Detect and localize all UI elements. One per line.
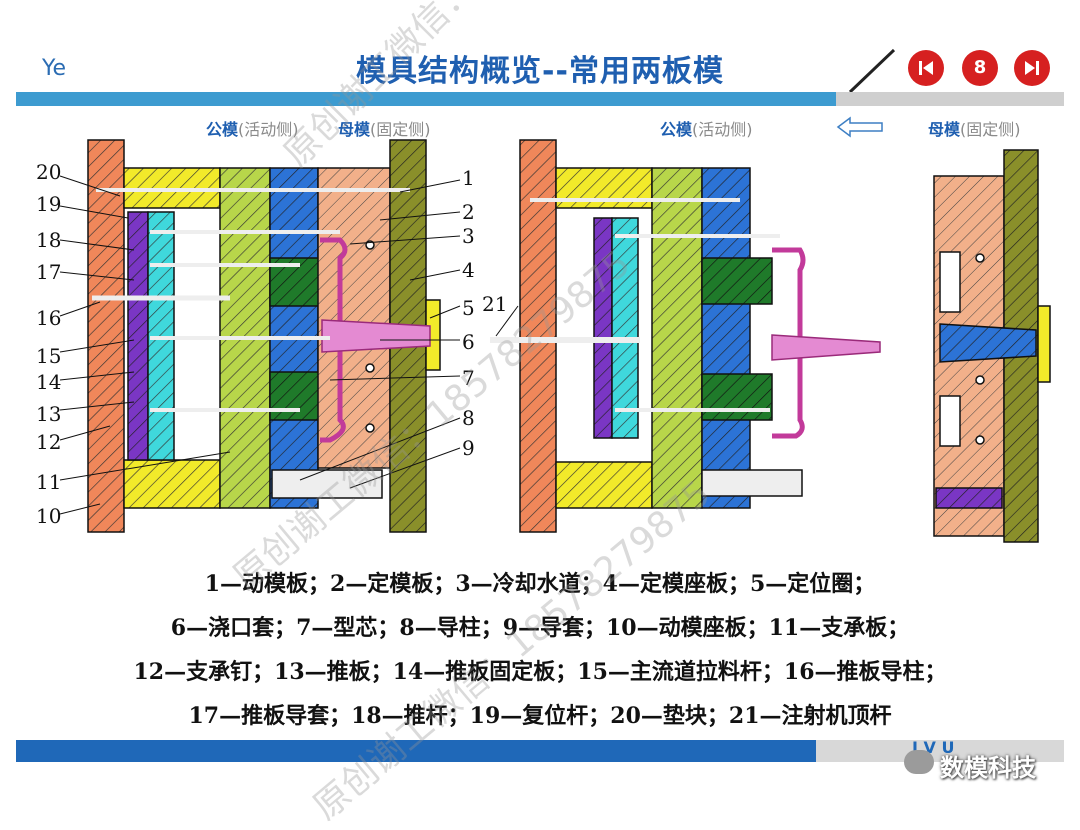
part-number: 6 (462, 330, 475, 354)
label-right-core: 公模(活动侧) (660, 116, 753, 140)
closed-mold (87, 139, 441, 533)
part-number: 18 (36, 228, 62, 252)
cavity-label: 母模 (338, 120, 371, 139)
next-button[interactable] (1014, 50, 1050, 86)
page-title: 模具结构概览--常用两板模 (356, 54, 724, 89)
part-number: 3 (462, 224, 475, 248)
label-left-cavity: 母模(固定侧) (338, 116, 431, 140)
cavity-note-2: (固定侧) (960, 120, 1021, 139)
cavity-label-2: 母模 (928, 120, 961, 139)
part-number: 17 (36, 260, 62, 284)
part-number: 4 (462, 258, 475, 282)
part-number: 7 (462, 366, 475, 390)
leader-lines (59, 175, 519, 515)
footer-bar-gray (816, 740, 1064, 762)
part-number: 15 (36, 344, 62, 368)
cavity-half (933, 149, 1051, 543)
part-number: 2 (462, 200, 475, 224)
part-number: 12 (36, 430, 62, 454)
footer-brand: 数模科技 (940, 754, 1036, 782)
core-note: (活动侧) (238, 120, 299, 139)
part-number: 5 (462, 296, 475, 320)
label-left-core: 公模(活动侧) (206, 116, 299, 140)
cavity-note: (固定侧) (370, 120, 431, 139)
footer-bar (16, 740, 816, 762)
part-number: 1 (462, 166, 475, 190)
skip-back-icon (919, 61, 933, 75)
part-number: 13 (36, 402, 62, 426)
core-label-2: 公模 (660, 120, 693, 139)
legend-line: 6—浇口套；7—型芯；8—导柱；9—导套；10—动模座板；11—支承板； (170, 615, 910, 641)
part-number: 14 (36, 370, 62, 394)
header-bar (16, 92, 836, 106)
legend-line: 17—推板导套；18—推杆；19—复位杆；20—垫块；21—注射机顶杆 (188, 703, 892, 729)
wechat-icon (904, 750, 934, 774)
part-number: 9 (462, 436, 475, 460)
label-right-cavity: 母模(固定侧) (928, 116, 1021, 140)
legend-line: 1—动模板；2—定模板；3—冷却水道；4—定模座板；5—定位圈； (204, 571, 876, 597)
legend-line: 12—支承钉；13—推板；14—推板固定板；15—主流道拉料杆；16—推板导柱； (133, 659, 947, 685)
part-number: 20 (36, 160, 62, 184)
page-number: 8 (962, 50, 998, 86)
prev-button[interactable] (908, 50, 944, 86)
part-number: 11 (36, 470, 62, 494)
part-number: 21 (482, 292, 508, 316)
mold-diagram (59, 139, 1051, 543)
brand-text: Ye (42, 56, 67, 81)
part-number: 10 (36, 504, 62, 528)
core-note-2: (活动侧) (692, 120, 753, 139)
core-label: 公模 (206, 120, 239, 139)
arrow-left-icon (836, 116, 883, 138)
header-bar-gray (836, 92, 1064, 106)
skip-forward-icon (1025, 61, 1039, 75)
part-number: 19 (36, 192, 62, 216)
part-number: 16 (36, 306, 62, 330)
open-core-half (490, 139, 881, 533)
divider-slash (848, 48, 896, 94)
part-number: 8 (462, 406, 475, 430)
